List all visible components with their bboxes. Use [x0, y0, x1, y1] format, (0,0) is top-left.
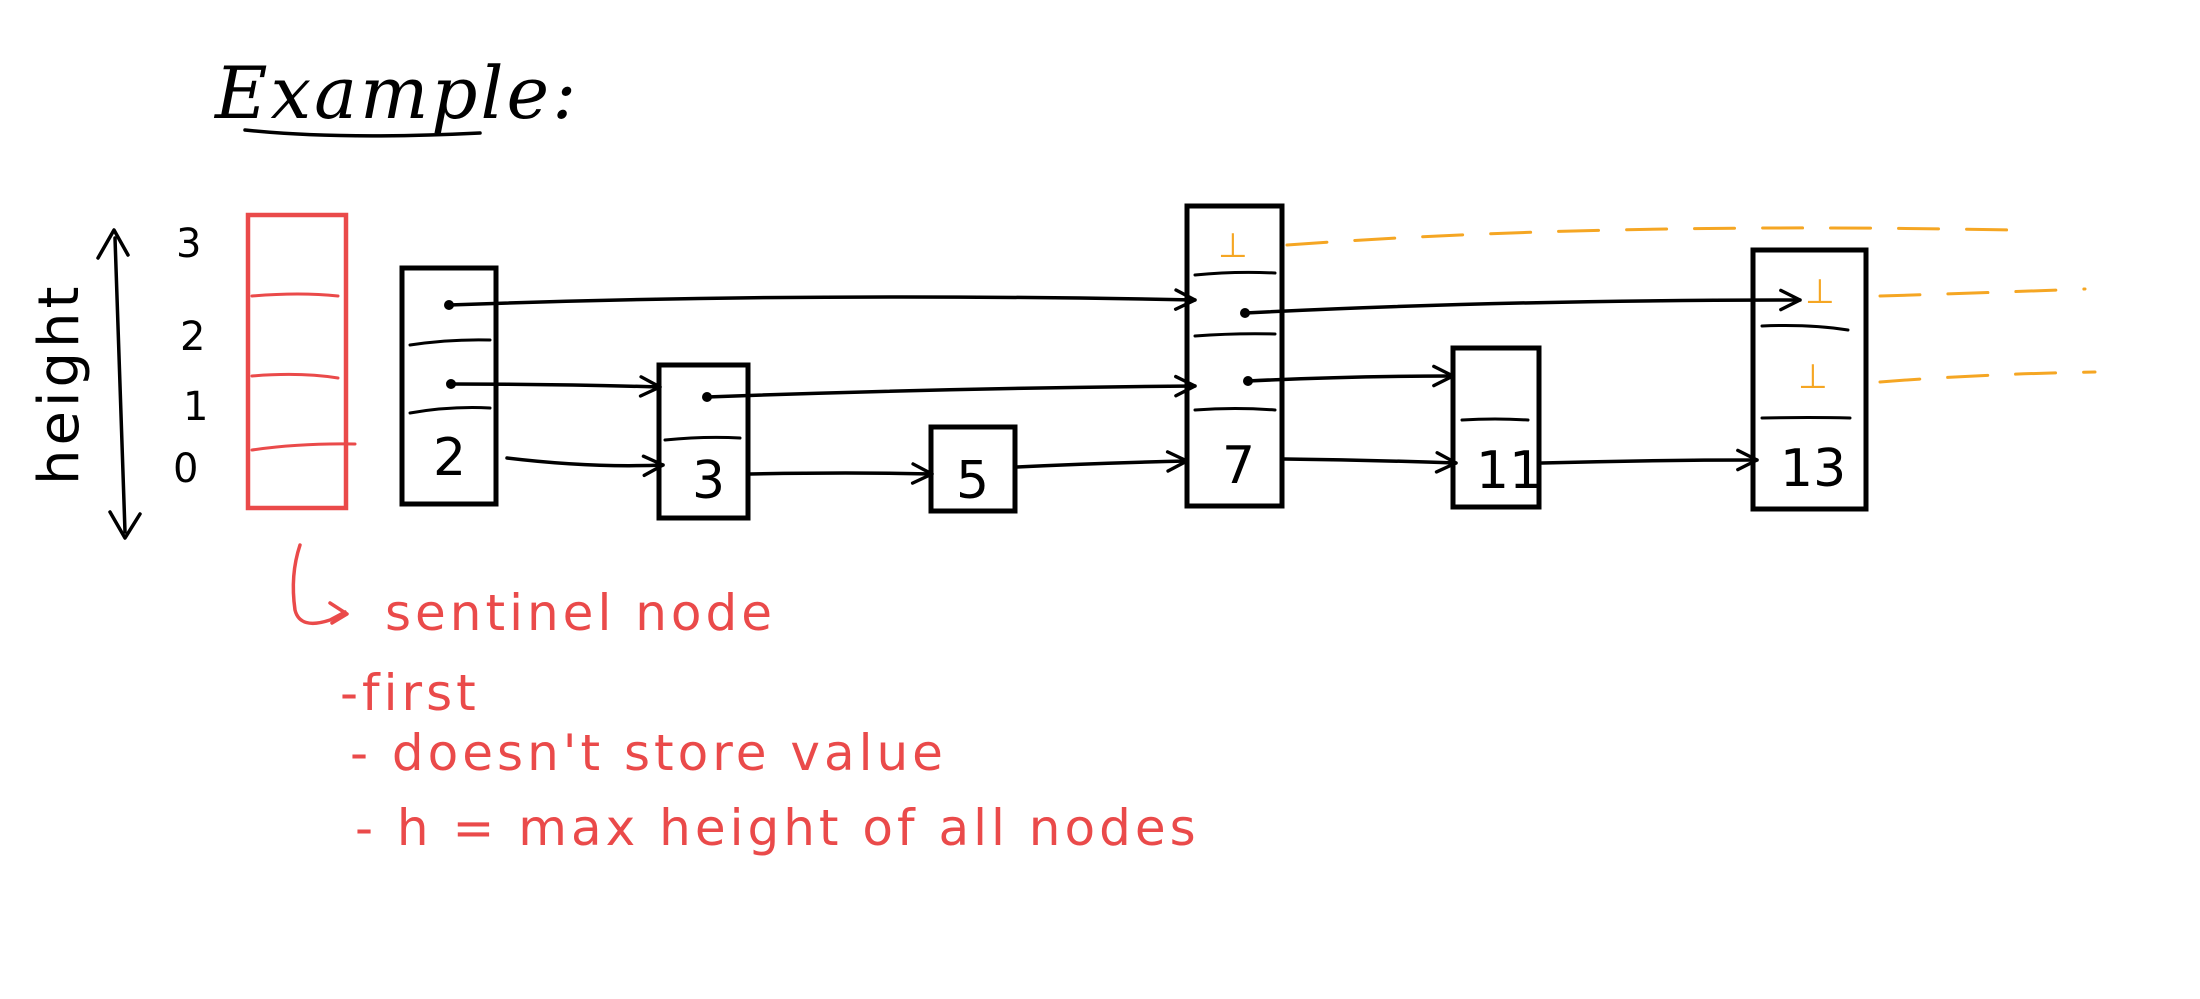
height-axis-label: height: [27, 283, 92, 486]
arrow-level0-11-to-13: [1540, 448, 1759, 472]
height-axis: height: [27, 228, 142, 540]
sentinel-node: [245, 212, 357, 511]
node-value: 3: [692, 451, 725, 511]
node-2: 2: [399, 265, 499, 507]
null-pointer-marker: ⊥: [1218, 226, 1248, 266]
sentinel-note-first: -first: [340, 664, 480, 722]
node-value: 2: [433, 428, 466, 488]
node-value: 5: [956, 451, 989, 511]
node-value: 13: [1780, 439, 1846, 499]
node-3: 3: [656, 362, 751, 521]
arrow-level2-7-to-13: [1243, 288, 1802, 315]
level-label-2: 2: [180, 314, 205, 360]
node-13: ⊥ ⊥ 13: [1750, 247, 1869, 512]
node-7: ⊥ 7: [1184, 203, 1285, 509]
title-underline: [243, 128, 482, 138]
arrow-level0-5-to-7: [1015, 450, 1189, 473]
arrow-level2-2-to-7: [447, 288, 1197, 311]
node-11: 11: [1450, 345, 1542, 510]
arrow-level1-2-to-3: [449, 375, 662, 398]
node-value: 11: [1476, 441, 1542, 501]
sentinel-label: sentinel node: [385, 584, 776, 642]
sentinel-note-height: - h = max height of all nodes: [355, 799, 1200, 857]
level-label-3: 3: [176, 221, 201, 267]
node-value: 7: [1222, 436, 1255, 496]
diagram-title: Example:: [213, 51, 579, 135]
pointer-arrows: [447, 288, 1802, 485]
level-label-0: 0: [173, 446, 198, 492]
null-pointer-marker: ⊥: [1798, 357, 1828, 397]
arrow-level0-2-to-3: [505, 454, 665, 478]
arrow-level1-7-to-11: [1246, 364, 1455, 388]
arrow-level0-3-to-5: [748, 462, 934, 485]
arrow-level1-3-to-7: [705, 374, 1197, 399]
null-pointer-lines: [1285, 226, 2097, 384]
sentinel-annotation: sentinel node -first - doesn't store val…: [291, 543, 1200, 857]
arrow-level0-7-to-11: [1282, 451, 1458, 474]
sentinel-note-value: - doesn't store value: [350, 724, 947, 782]
level-label-1: 1: [183, 384, 208, 430]
node-5: 5: [928, 424, 1018, 514]
null-pointer-marker: ⊥: [1805, 272, 1835, 312]
